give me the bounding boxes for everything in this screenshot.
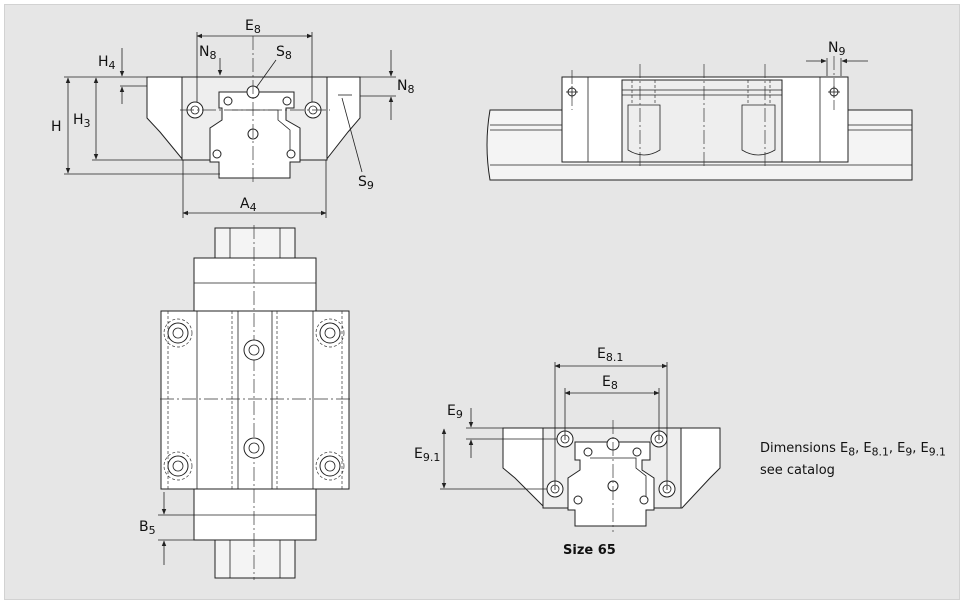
note-e8: E8, — [840, 441, 864, 459]
note-e9: E9, — [897, 441, 921, 459]
label-b5: B5 — [139, 519, 156, 537]
note-prefix: Dimensions — [760, 441, 841, 456]
size-caption: Size 65 — [563, 543, 616, 558]
side-view — [486, 56, 913, 181]
size65-view — [502, 420, 721, 532]
top-view-dimensions — [158, 492, 194, 565]
note-e8-1: E8.1, — [863, 441, 898, 459]
note-e9-1: E9.1 — [920, 441, 946, 459]
label-h3: H3 — [73, 112, 91, 130]
label-e8-size65: E8 — [602, 374, 618, 392]
label-e9: E9 — [447, 403, 463, 421]
top-view — [160, 225, 350, 580]
label-e8-1: E8.1 — [597, 346, 623, 364]
label-n8-top: N8 — [199, 44, 216, 62]
label-s8: S8 — [276, 44, 292, 62]
side-view-dimensions — [806, 58, 868, 76]
size65-dimensions — [440, 362, 668, 490]
label-e8: E8 — [245, 18, 261, 36]
note-suffix: see catalog — [760, 462, 835, 478]
dimensions-note: Dimensions E8, E8.1, E9, E9.1 see catalo… — [760, 440, 955, 480]
label-h: H — [51, 119, 62, 135]
label-s9: S9 — [358, 174, 374, 192]
label-n8-right: N8 — [397, 78, 414, 96]
front-view — [146, 36, 361, 185]
label-e9-1: E9.1 — [414, 446, 440, 464]
front-view-dimensions — [64, 32, 396, 218]
label-n9: N9 — [828, 40, 845, 58]
label-h4: H4 — [98, 54, 116, 72]
label-a4: A4 — [240, 196, 257, 214]
